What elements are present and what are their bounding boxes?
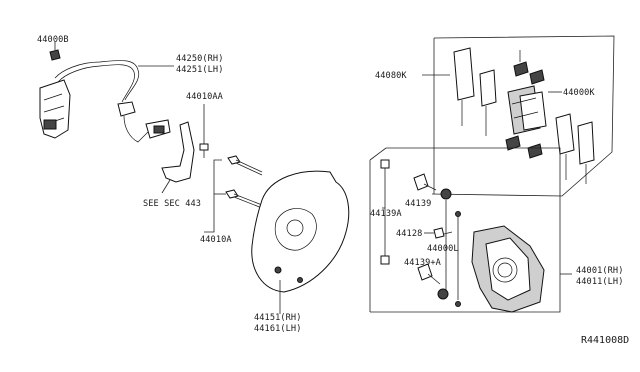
label-44000k: 44000K [563, 88, 595, 98]
label-44139: 44139 [405, 199, 431, 209]
label-44001: 44001(RH) [576, 266, 623, 276]
label-44000l: 44000L [427, 244, 459, 254]
label-44251: 44251(LH) [176, 65, 223, 75]
clip-44000b [49, 42, 61, 61]
sensor-bracket [161, 121, 195, 194]
label-44139a: 44139A [370, 209, 402, 219]
dust-shield [251, 170, 350, 314]
label-44011: 44011(LH) [576, 277, 623, 287]
callout-labels: 44000B 44250(RH) 44251(LH) 44010AA SEE S… [37, 35, 629, 346]
label-44151: 44151(RH) [254, 313, 301, 323]
label-44010a: 44010A [200, 235, 232, 245]
label-44000b: 44000B [37, 35, 69, 45]
abs-sensor-harness [39, 60, 171, 143]
caliper-box [369, 147, 572, 313]
label-44080k: 44080K [375, 71, 407, 81]
label-see-sec-443: SEE SEC 443 [143, 199, 201, 209]
pad-kit-box [422, 35, 615, 197]
label-44161: 44161(LH) [254, 324, 301, 334]
label-44139-a: 44139+A [404, 258, 442, 268]
label-44250: 44250(RH) [176, 54, 223, 64]
bolt-44010aa [199, 104, 209, 158]
bolts-44010a [204, 155, 263, 233]
reference-code: R441008D [581, 335, 629, 346]
label-44128: 44128 [396, 229, 422, 239]
label-44010aa: 44010AA [186, 92, 224, 102]
